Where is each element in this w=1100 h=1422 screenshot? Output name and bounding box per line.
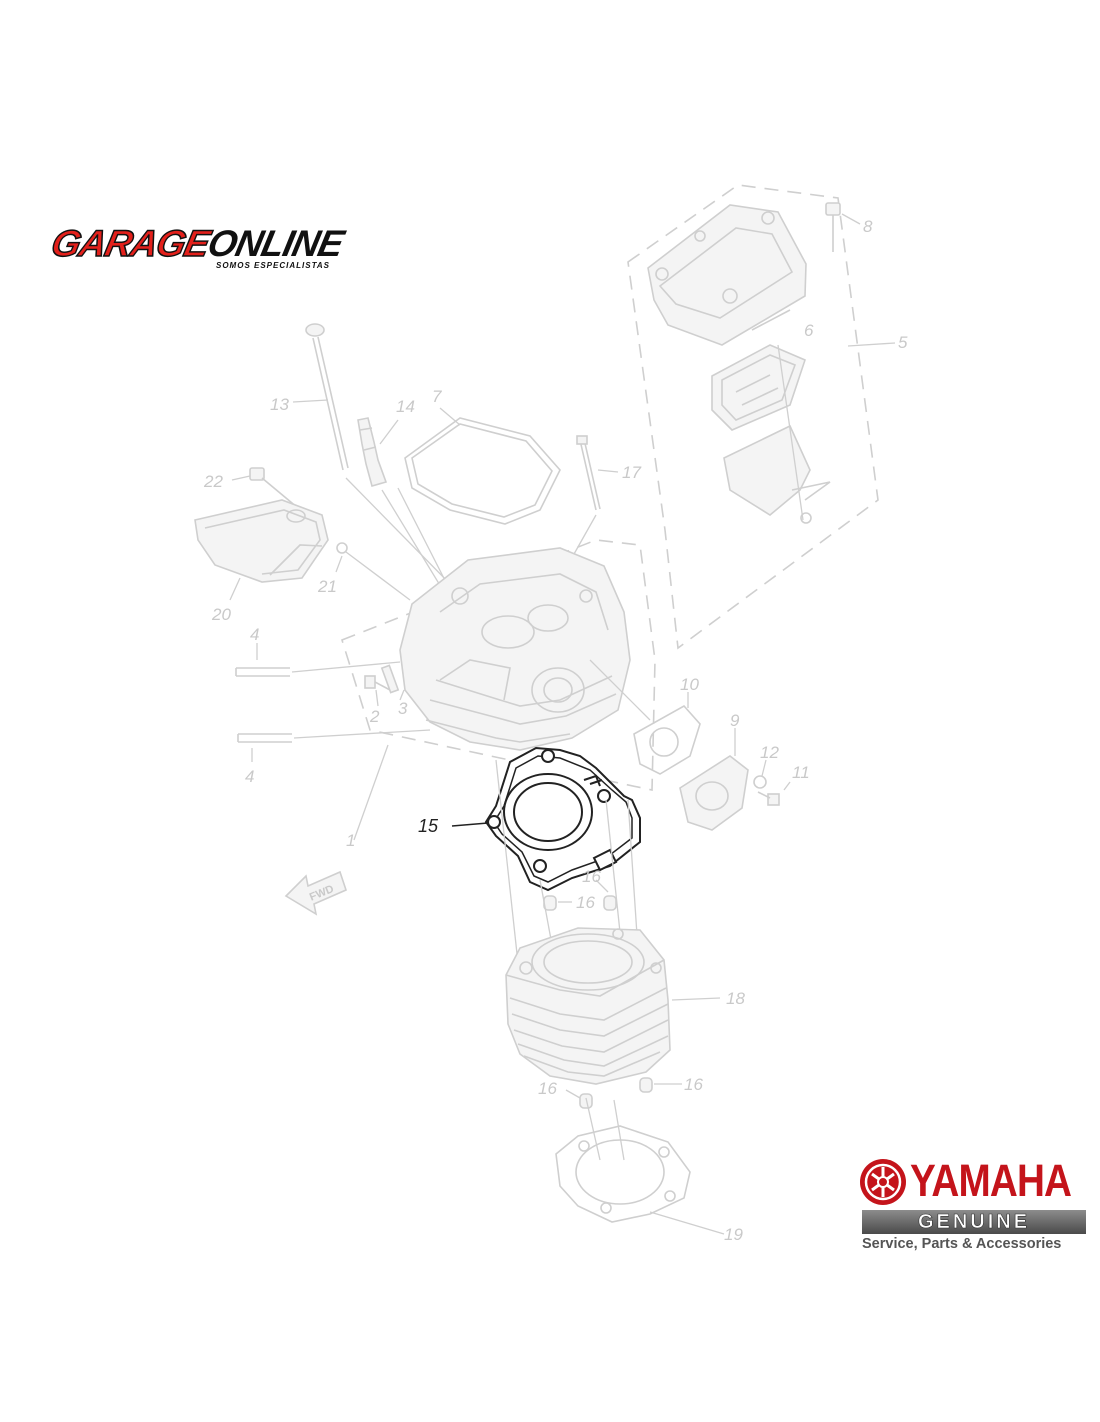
cylinder-18: [505, 927, 721, 1085]
callout-22: 22: [203, 472, 223, 491]
callout-18: 18: [726, 989, 745, 1008]
callout-1: 1: [346, 831, 355, 850]
dowel-16-d: [639, 1077, 682, 1093]
callout-16-b: 16: [576, 893, 595, 912]
yamaha-genuine-logo: YAMAHA GENUINE Service, Parts & Accessor…: [858, 1155, 1090, 1255]
callout-14: 14: [396, 397, 415, 416]
callout-19: 19: [724, 1225, 743, 1244]
callout-12: 12: [760, 743, 779, 762]
spark-plug-14: [357, 417, 456, 611]
garage-online-logo: GARAGEONLINE SOMOS ESPECIALISTAS: [47, 222, 364, 274]
cap-9: [679, 728, 749, 831]
bolt-2: [364, 675, 391, 707]
bolt-11: [757, 781, 791, 806]
callout-16-c: 16: [538, 1079, 557, 1098]
callout-20: 20: [211, 605, 231, 624]
callout-16-a: 16: [582, 867, 601, 886]
callout-15[interactable]: 15: [418, 816, 439, 836]
dowel-16-c: [565, 1089, 593, 1109]
callout-2: 2: [369, 707, 380, 726]
forward-arrow: FWD: [284, 870, 347, 916]
head-gasket-15[interactable]: [451, 746, 641, 892]
valve-cover: [647, 204, 807, 346]
washer-21: [335, 542, 411, 601]
callout-11: 11: [792, 763, 810, 782]
stud-4-upper: [235, 643, 401, 677]
pin-3: [380, 664, 405, 701]
logo-word-black: ONLINE: [204, 223, 347, 264]
callout-21: 21: [317, 577, 337, 596]
bolt-8: [825, 202, 861, 252]
genuine-bar: GENUINE: [862, 1210, 1086, 1234]
callout-10: 10: [680, 675, 699, 694]
callout-16-d: 16: [684, 1075, 703, 1094]
callout-8: 8: [863, 217, 873, 236]
callout-6: 6: [804, 321, 814, 340]
callout-9: 9: [730, 711, 740, 730]
callout-3: 3: [398, 699, 408, 718]
dowel-16-a: [543, 895, 572, 911]
yamaha-wordmark: YAMAHA: [910, 1155, 1072, 1206]
callout-17: 17: [622, 463, 641, 482]
genuine-label: GENUINE: [917, 1211, 1031, 1234]
callout-7: 7: [432, 387, 442, 406]
gasket-10: [589, 659, 701, 775]
dowel-16-b: [595, 879, 617, 911]
callout-13: 13: [270, 395, 289, 414]
dipstick-13: [292, 323, 457, 591]
bolt-22: [231, 467, 299, 509]
cylinder-head-1: [353, 547, 631, 841]
cylinder-head-group-outline: [341, 539, 656, 791]
callout-4-upper: 4: [250, 625, 259, 644]
callout-5: 5: [898, 333, 908, 352]
logo-tagline: SOMOS ESPECIALISTAS: [216, 261, 330, 270]
stud-4-lower: [237, 729, 431, 762]
logo-word-red: GARAGE: [47, 222, 214, 265]
base-gasket-19: [555, 1125, 725, 1235]
valve-cover-group-outline: [627, 184, 879, 650]
yamaha-tagline: Service, Parts & Accessories: [862, 1236, 1062, 1252]
callout-4-lower: 4: [245, 767, 254, 786]
breather-cover: [723, 344, 831, 524]
side-cover-20: [194, 499, 329, 601]
yamaha-tuning-fork-icon: [860, 1159, 906, 1205]
stud-17: [564, 435, 619, 571]
garage-online-wordmark: GARAGEONLINE: [47, 222, 347, 265]
o-ring-12: [753, 759, 767, 789]
breather-plate-6: [711, 344, 806, 431]
